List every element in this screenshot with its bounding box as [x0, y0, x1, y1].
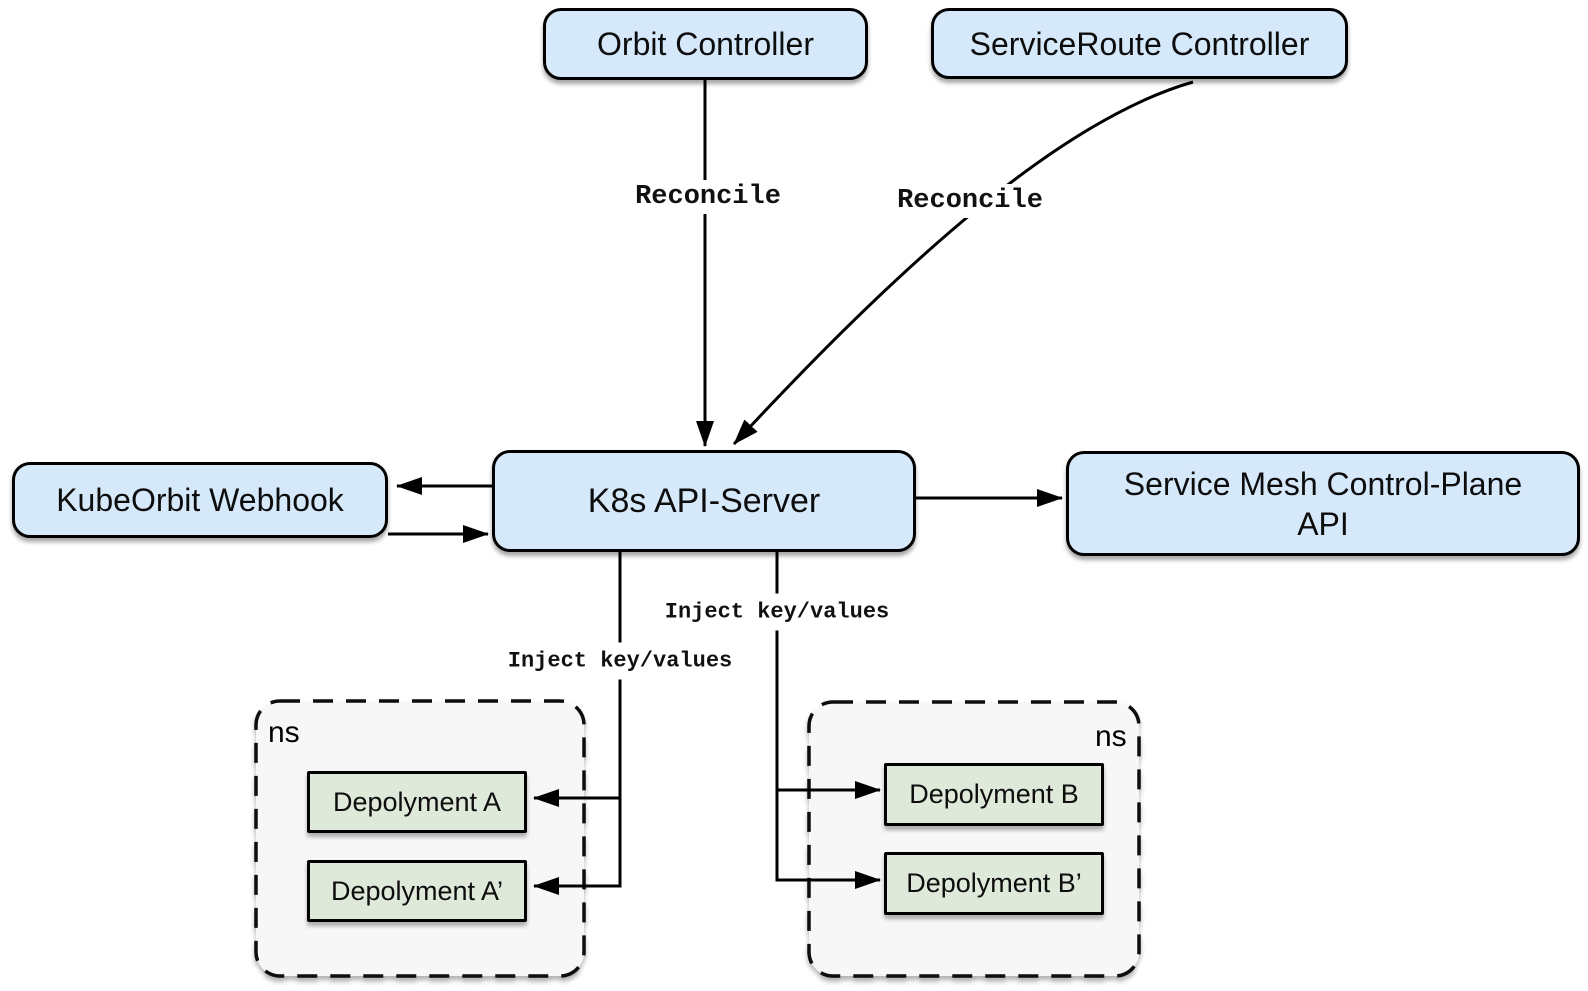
node-service-mesh-api-label: Service Mesh Control-Plane API	[1123, 465, 1523, 542]
node-orbit-controller-label: Orbit Controller	[597, 26, 814, 62]
node-deployment-a: Depolyment A	[307, 771, 527, 833]
node-deployment-b-prime-label: Depolyment B’	[906, 868, 1082, 898]
node-deployment-a-prime-label: Depolyment A’	[330, 875, 504, 906]
node-k8s-api-server-label: K8s API-Server	[587, 481, 821, 520]
node-kubeorbit-webhook-label: KubeOrbit Webhook	[56, 482, 344, 518]
edge-serviceroute-reconcile	[732, 80, 1194, 446]
node-k8s-api-server: K8s API-Server	[492, 450, 916, 552]
label-inject-left: Inject key/values	[499, 642, 741, 680]
namespace-left-box	[254, 699, 586, 978]
edge-inject-right	[775, 552, 881, 889]
node-deployment-a-prime: Depolyment A’	[307, 860, 527, 922]
node-deployment-b-label: Depolyment B	[909, 779, 1079, 809]
node-deployment-a-label: Depolyment A	[332, 786, 502, 817]
node-serviceroute-controller: ServiceRoute Controller	[931, 8, 1348, 79]
node-service-mesh-api: Service Mesh Control-Plane API	[1066, 451, 1580, 556]
node-orbit-controller: Orbit Controller	[543, 8, 868, 80]
namespace-left-label: ns	[268, 716, 300, 749]
label-inject-right: Inject key/values	[656, 593, 898, 631]
label-reconcile-orbit: Reconcile	[627, 180, 789, 214]
node-deployment-b-prime: Depolyment B’	[884, 852, 1104, 915]
label-reconcile-serviceroute: Reconcile	[889, 184, 1051, 218]
node-deployment-b: Depolyment B	[884, 763, 1104, 826]
node-kubeorbit-webhook: KubeOrbit Webhook	[12, 462, 388, 538]
node-serviceroute-controller-label: ServiceRoute Controller	[969, 25, 1310, 62]
namespace-right-box	[807, 700, 1141, 978]
namespace-right-label: ns	[1095, 720, 1127, 753]
